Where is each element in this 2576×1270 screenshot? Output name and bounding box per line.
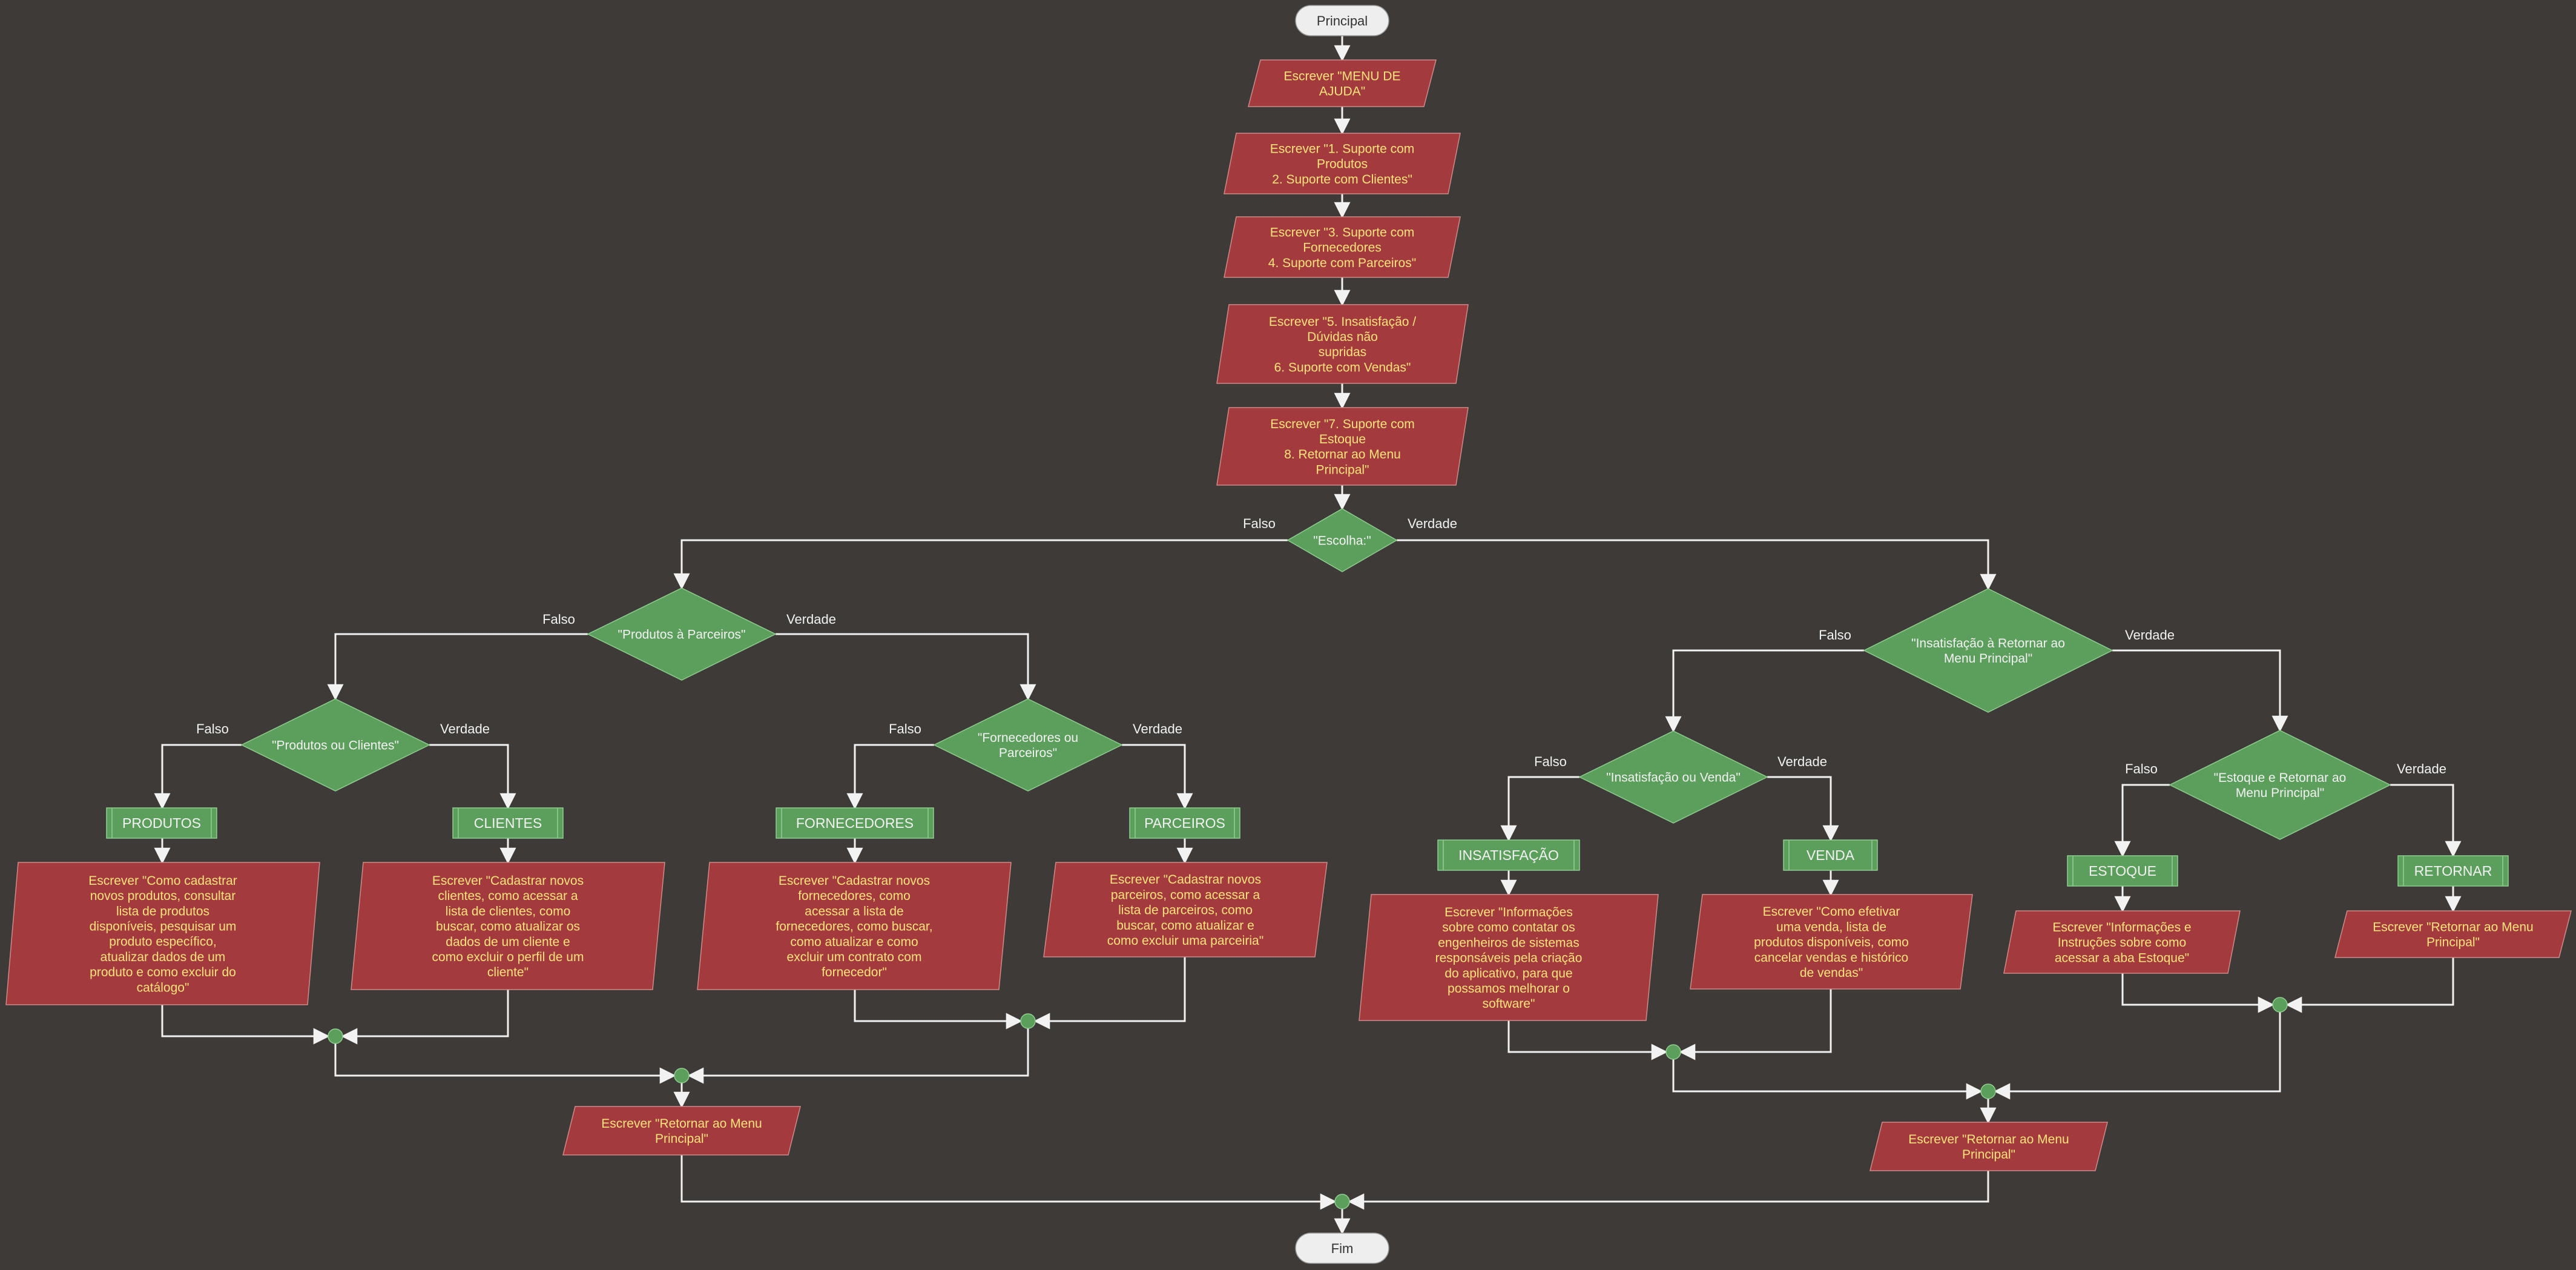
junction-right (1980, 1083, 1996, 1099)
end-terminal[interactable]: Fim (1295, 1232, 1389, 1264)
label-fp-true: Verdade (1133, 721, 1182, 736)
decision-escolha-text: "Escolha:" (1313, 534, 1371, 548)
decision-insatisfacao-venda[interactable]: "Insatisfação ou Venda" (1578, 730, 1768, 824)
junction-fornecedores-parceiros (1020, 1013, 1036, 1029)
junction-insatisfacao-venda (1665, 1044, 1681, 1060)
call-estoque-label: ESTOQUE (2089, 863, 2156, 879)
label-ir-false: Falso (1819, 627, 1851, 643)
flow-connectors (154, 36, 2462, 1235)
call-insatisfacao-label: INSATISFAÇÃO (1458, 847, 1559, 863)
call-fornecedores[interactable]: FORNECEDORES (776, 807, 934, 839)
call-venda-label: VENDA (1807, 847, 1855, 863)
label-pp-false: Falso (542, 612, 575, 627)
call-clientes-label: CLIENTES (474, 815, 542, 831)
call-fornecedores-label: FORNECEDORES (796, 815, 914, 831)
call-parceiros-label: PARCEIROS (1144, 815, 1225, 831)
label-iv-false: Falso (1534, 754, 1567, 769)
junction-estoque-retornar (2272, 997, 2288, 1013)
label-pc-true: Verdade (440, 721, 490, 736)
start-terminal[interactable]: Principal (1295, 5, 1389, 36)
junction-produtos-clientes (328, 1028, 343, 1044)
call-produtos-label: PRODUTOS (122, 815, 201, 831)
label-er-true: Verdade (2397, 761, 2446, 776)
call-insatisfacao[interactable]: INSATISFAÇÃO (1437, 839, 1580, 871)
call-produtos[interactable]: PRODUTOS (106, 807, 217, 839)
call-clientes[interactable]: CLIENTES (452, 807, 564, 839)
decision-produtos-parceiros-text: "Produtos à Parceiros" (618, 628, 745, 642)
decision-insatisfacao-venda-text: "Insatisfação ou Venda" (1606, 771, 1741, 785)
decision-produtos-parceiros[interactable]: "Produtos à Parceiros" (587, 587, 777, 681)
end-terminal-label: Fim (1331, 1241, 1354, 1256)
start-terminal-label: Principal (1317, 13, 1368, 28)
junction-left (674, 1068, 690, 1083)
label-iv-true: Verdade (1777, 754, 1827, 769)
decision-produtos-clientes[interactable]: "Produtos ou Clientes" (240, 698, 430, 792)
call-estoque[interactable]: ESTOQUE (2067, 855, 2178, 887)
label-fp-false: Falso (889, 721, 921, 736)
label-er-false: Falso (2125, 761, 2158, 776)
label-ir-true: Verdade (2125, 627, 2175, 643)
label-escolha-true: Verdade (1408, 516, 1457, 531)
label-pp-true: Verdade (786, 612, 836, 627)
label-escolha-false: Falso (1243, 516, 1276, 531)
label-pc-false: Falso (196, 721, 229, 736)
call-venda[interactable]: VENDA (1783, 839, 1878, 871)
decision-produtos-clientes-text: "Produtos ou Clientes" (272, 739, 399, 753)
junction-final (1334, 1194, 1350, 1209)
call-retornar-label: RETORNAR (2414, 863, 2492, 879)
call-retornar[interactable]: RETORNAR (2397, 855, 2509, 887)
call-parceiros[interactable]: PARCEIROS (1129, 807, 1240, 839)
decision-escolha[interactable]: "Escolha:" (1286, 508, 1398, 572)
